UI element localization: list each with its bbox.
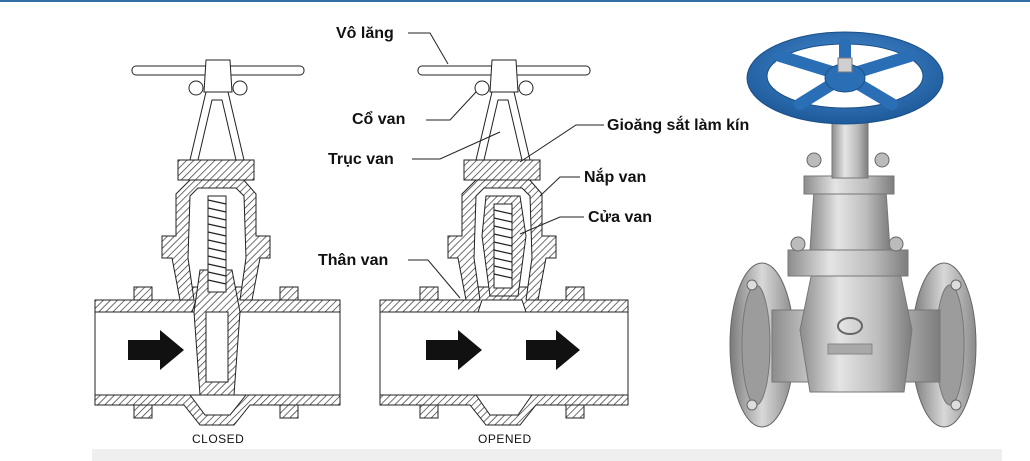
opened-caption: OPENED bbox=[478, 432, 532, 446]
closed-flow-arrow bbox=[128, 330, 184, 370]
gate-valve-photo bbox=[729, 31, 977, 428]
opened-flow-arrow-left bbox=[426, 330, 482, 370]
label-gland-seal: Gioăng sắt làm kín bbox=[607, 115, 749, 134]
label-handwheel: Vô lăng bbox=[336, 25, 394, 42]
opened-valve-drawing: OPENED bbox=[379, 59, 629, 446]
label-neck: Cổ van bbox=[352, 110, 405, 128]
opened-flow-arrow-right bbox=[526, 330, 580, 370]
closed-caption: CLOSED bbox=[192, 432, 244, 446]
opened-yoke bbox=[475, 91, 531, 161]
top-rule bbox=[0, 0, 1030, 2]
label-stem: Trục van bbox=[328, 151, 394, 168]
label-body: Thân van bbox=[318, 252, 388, 269]
closed-yoke bbox=[189, 91, 245, 161]
callouts: Vô lăng Cổ van Trục van Gioăng sắt làm k… bbox=[318, 25, 749, 299]
label-gate: Cửa van bbox=[588, 209, 652, 226]
label-bonnet: Nắp van bbox=[584, 167, 646, 186]
closed-valve-body bbox=[94, 159, 341, 426]
bottom-band bbox=[92, 449, 1002, 461]
closed-valve-drawing: CLOSED bbox=[94, 59, 341, 446]
